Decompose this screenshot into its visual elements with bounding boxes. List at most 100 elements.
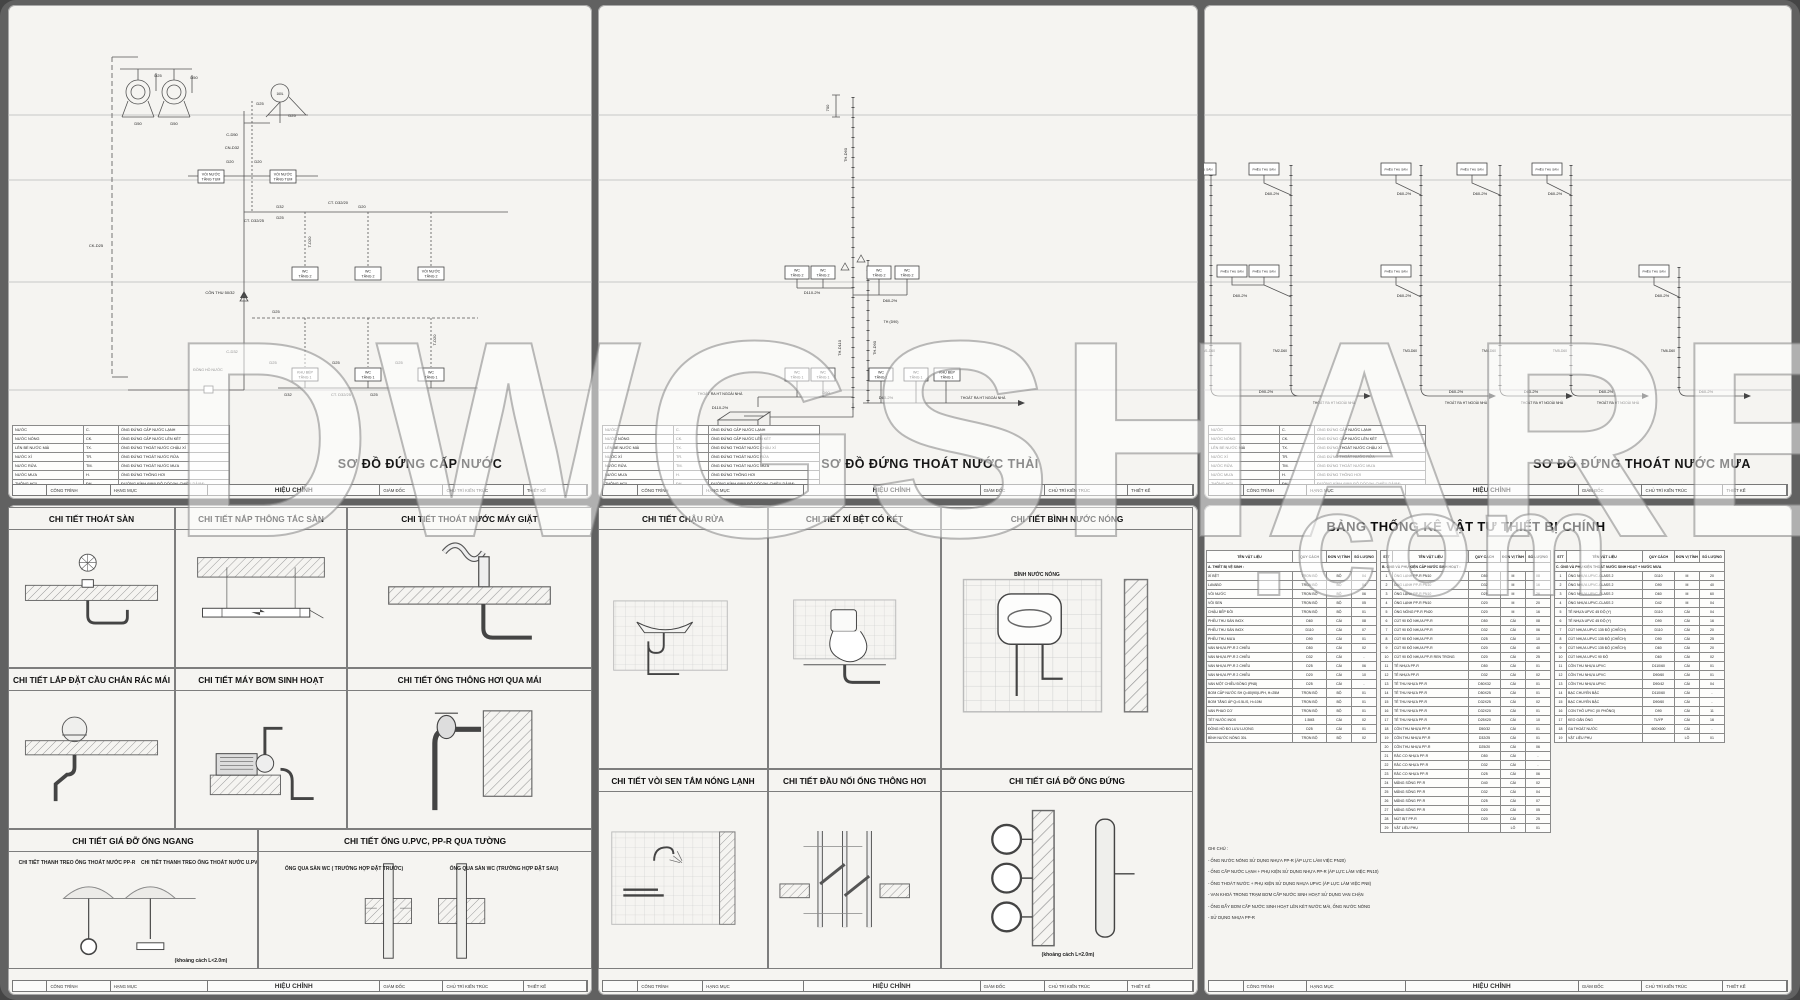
detail-panel: CHI TIẾT LẮP ĐẶT CẦU CHẮN RÁC MÁI	[8, 668, 175, 829]
material-cell: CÚT NHỰA UPVC 135 ĐỘ (CHẾCH)	[1566, 643, 1643, 653]
material-cell: 19	[1554, 733, 1567, 743]
legend-cell: ỐNG ĐỨNG CẤP NƯỚC LẠNH	[708, 425, 820, 435]
pipe-label: D110-2%	[804, 290, 821, 295]
legend-cell: ỐNG ĐỨNG CẤP NƯỚC LÊN KÉT	[708, 434, 820, 444]
material-cell: CÁI	[1500, 796, 1526, 806]
detail-sub-title: (khoảng cách L=2.0m)	[1041, 952, 1095, 958]
material-cell: CÁI	[1500, 751, 1526, 761]
material-cell: 8	[1380, 634, 1393, 644]
material-cell: D90	[1642, 706, 1675, 716]
title-block-cell: GIÁM ĐỐC	[1579, 485, 1643, 495]
material-cell: 01	[1525, 733, 1551, 743]
material-cell: 25	[1699, 634, 1725, 644]
fixture-box-label: WC	[365, 269, 371, 273]
fixture-box-label: PHỄU THU SÀN	[1461, 166, 1484, 171]
legend-cell: H.	[1279, 470, 1315, 480]
fixture-box-label: WC	[820, 268, 826, 272]
pipe-label: D20	[226, 159, 234, 164]
pipe-label: D25	[272, 309, 280, 314]
material-cell: CÁI	[1500, 661, 1526, 671]
fixture-box-label: KHU BẾP	[939, 369, 955, 374]
material-cell: D50	[1468, 751, 1501, 761]
material-cell: VAN NHỰA PP-R 2 CHIỀU	[1206, 643, 1293, 653]
legend-cell: ỐNG ĐỨNG THOÁT NƯỚC MƯA	[708, 461, 820, 471]
pipe-label: D20	[254, 159, 262, 164]
pipe-label: D50	[170, 121, 178, 126]
material-cell	[1642, 733, 1675, 743]
fixture-box	[810, 367, 836, 382]
material-cell: 01	[1351, 697, 1377, 707]
fixture-box	[1456, 162, 1488, 176]
fixture-box	[354, 367, 382, 382]
material-cell: CÁI	[1326, 625, 1352, 635]
material-cell: CÁI	[1326, 661, 1352, 671]
material-cell: 2	[1380, 580, 1393, 590]
fixture-box-label: PHỄU THU SÀN	[1253, 166, 1276, 171]
material-cell: 02	[1351, 733, 1377, 743]
material-cell: 06	[1525, 769, 1551, 779]
detail-panel: CHI TIẾT ĐẦU NỐI ỐNG THÔNG HƠI	[768, 769, 941, 969]
title-block-cell: HIỆU CHỈNH	[208, 981, 381, 991]
legend-cell: NƯỚC MƯA	[1208, 470, 1280, 480]
detail-panel-body	[176, 691, 346, 829]
material-cell: 01	[1699, 661, 1725, 671]
material-cell: CÁI	[1500, 652, 1526, 662]
material-cell: D32/25	[1468, 733, 1501, 743]
fixture-box	[1248, 162, 1280, 176]
material-cell: VÒI SEN	[1206, 598, 1293, 608]
material-cell: TÊ THU NHỰA PP-R	[1392, 697, 1469, 707]
pipe-label: D90-2%	[1259, 389, 1274, 394]
detail-sketch	[209, 726, 314, 800]
material-cell: TÊ THU NHỰA PP-R	[1392, 706, 1469, 716]
legend-cell: NƯỚC RỬA	[12, 461, 84, 471]
material-cell: CÚT NHỰA UPVC 135 ĐỘ (CHẾCH)	[1566, 625, 1643, 635]
legend-cell: ỐNG ĐỨNG THOÁT NƯỚC MƯA	[118, 461, 230, 471]
material-cell: TRỌN BỘ	[1292, 598, 1327, 608]
material-cell: 22	[1380, 760, 1393, 770]
material-cell: D25	[1292, 661, 1327, 671]
pipe-label: D60	[822, 390, 830, 395]
pipe-line	[1263, 175, 1572, 196]
material-table-header: ĐƠN VỊ TÍNH	[1326, 550, 1352, 563]
fixture-box	[1216, 264, 1248, 278]
material-cell: CÁI	[1326, 652, 1352, 662]
pipe-label: D60-2%	[1655, 293, 1670, 298]
material-cell: -	[1351, 679, 1377, 689]
pipe-label: CT. D32/20	[328, 200, 349, 205]
pipe-label: D60-2%	[883, 298, 898, 303]
fixture-box-label: TẦNG 2	[299, 275, 312, 279]
title-block-cell	[603, 981, 639, 991]
material-cell: ỐNG LẠNH PP-R PN10	[1392, 571, 1469, 581]
fixture-box-label: WC	[794, 268, 800, 272]
pipe-line	[128, 387, 478, 391]
material-cell: PHỄU THU SÀN INOX	[1206, 625, 1293, 635]
material-cell: D25/20	[1468, 742, 1501, 752]
pipe-label: TH-D90	[872, 340, 877, 355]
title-block-cell: CÔNG TRÌNH	[47, 981, 111, 991]
detail-panel-title: CHI TIẾT BÌNH NƯỚC NÓNG	[942, 508, 1192, 530]
material-cell: CÁI	[1674, 724, 1700, 734]
material-cell: CÚT 90 ĐỘ NHỰA PP-R	[1392, 625, 1469, 635]
